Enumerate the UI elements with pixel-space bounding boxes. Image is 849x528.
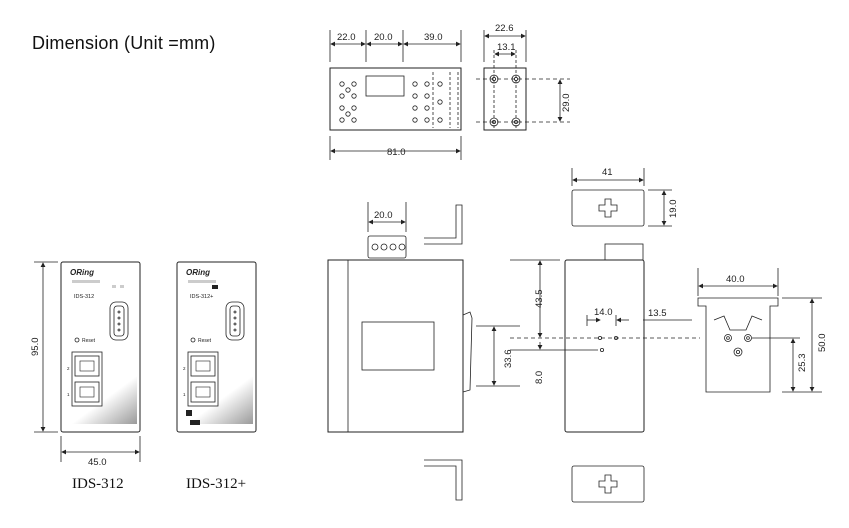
dim-din-height: 50.0 xyxy=(817,334,828,353)
model-label-ids-312-plus: IDS-312+ xyxy=(186,476,247,492)
dim-top-width-2: 20.0 xyxy=(374,32,393,43)
reset-label-1: Reset xyxy=(82,338,96,344)
dim-back-hole-spacing: 14.0 xyxy=(594,307,613,318)
top-view-holes xyxy=(339,81,443,123)
front-panel-ids-312 xyxy=(34,261,141,462)
clip-view-bottom xyxy=(571,465,645,503)
front-panel-ids-312-plus xyxy=(176,261,257,433)
dim-front-height: 95.0 xyxy=(30,338,41,357)
side-view-bracket xyxy=(367,202,463,501)
dim-panel-hole: 33.6 xyxy=(503,350,514,369)
din-rail-view xyxy=(697,268,822,393)
port-number-1-a: 1 xyxy=(67,392,70,397)
front-label-2: IDS-312+ xyxy=(190,294,213,300)
front-panel-text: ORing ORing IDS-312 IDS-312+ Reset Reset… xyxy=(67,268,213,397)
dim-back-offset: 13.5 xyxy=(648,308,667,319)
port-number-2-b: 2 xyxy=(183,366,186,371)
top-view xyxy=(329,30,462,160)
brand-logo-1: ORing xyxy=(70,268,94,277)
dim-clip-height: 19.0 xyxy=(668,200,679,219)
dim-top-width-3: 39.0 xyxy=(424,32,443,43)
front-label-1: IDS-312 xyxy=(74,294,94,300)
dim-din-width: 40.0 xyxy=(726,274,745,285)
dim-side-height: 29.0 xyxy=(561,94,572,113)
port-number-2-a: 2 xyxy=(67,366,70,371)
port-number-1-b: 1 xyxy=(183,392,186,397)
dim-back-lower: 8.0 xyxy=(534,371,545,384)
reset-label-2: Reset xyxy=(198,338,212,344)
dimension-labels: 22.0 20.0 39.0 81.0 22.6 13.1 29.0 95.0 … xyxy=(30,23,828,468)
brand-logo-2: ORing xyxy=(186,268,210,277)
clip-view-top xyxy=(571,168,672,227)
dim-top-width-1: 22.0 xyxy=(337,32,356,43)
dim-side-inner: 13.1 xyxy=(497,42,516,53)
page-title: Dimension (Unit =mm) xyxy=(32,33,216,53)
back-view xyxy=(510,243,700,433)
dim-clip-width: 41 xyxy=(602,167,613,178)
model-label-ids-312: IDS-312 xyxy=(72,476,124,492)
side-bracket-view xyxy=(476,30,570,131)
dim-top-total: 81.0 xyxy=(387,147,406,158)
side-view-body xyxy=(327,259,520,433)
dim-bracket-width: 20.0 xyxy=(374,210,393,221)
dim-side-width: 22.6 xyxy=(495,23,514,34)
dim-back-upper: 43.5 xyxy=(534,290,545,309)
dim-din-hole: 25.3 xyxy=(797,354,808,373)
dim-front-width: 45.0 xyxy=(88,457,107,468)
